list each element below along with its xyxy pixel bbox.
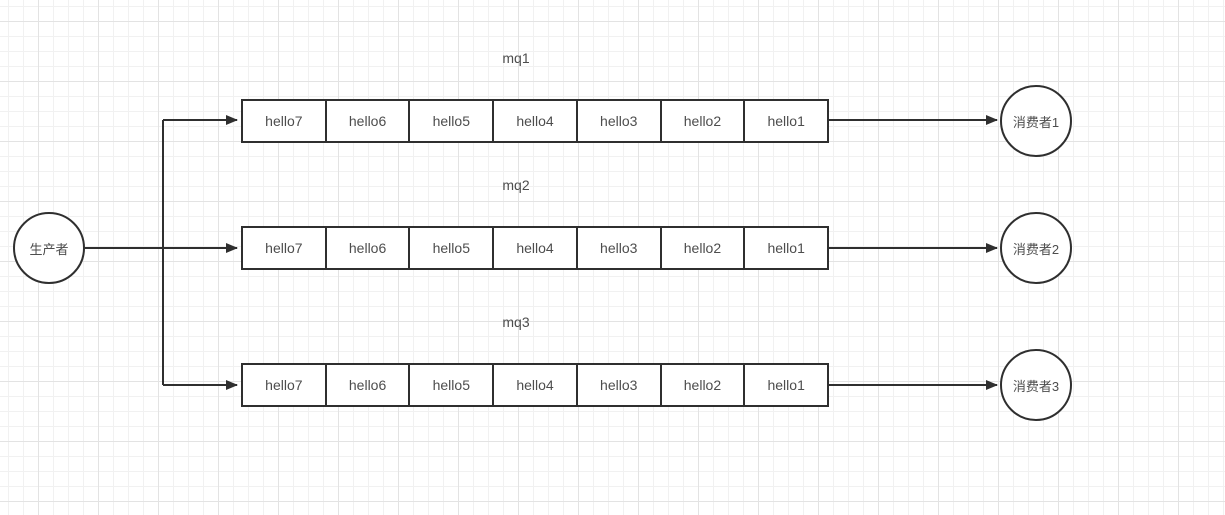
queue-cell[interactable]: hello3	[575, 365, 660, 405]
queue-cell[interactable]: hello7	[265, 113, 303, 129]
consumer2-node[interactable]: 消费者2	[1000, 212, 1072, 284]
queue-cell[interactable]: hello5	[408, 228, 492, 268]
mq1-label[interactable]: mq1	[502, 50, 530, 66]
queue-mq3[interactable]: hello7 hello6 hello5 hello4 hello3 hello…	[241, 363, 829, 407]
mq2-label[interactable]: mq2	[502, 177, 530, 193]
queue-cell[interactable]: hello4	[492, 228, 576, 268]
queue-cell[interactable]: hello6	[324, 365, 409, 405]
mq3-label[interactable]: mq3	[502, 314, 530, 330]
queue-cell[interactable]: hello6	[324, 228, 409, 268]
consumer1-node[interactable]: 消费者1	[1000, 85, 1072, 157]
queue-cell[interactable]: hello2	[659, 365, 744, 405]
queue-cell[interactable]: hello5	[408, 365, 492, 405]
consumer3-label: 消费者3	[1012, 378, 1060, 394]
consumer1-label: 消费者1	[1012, 114, 1060, 130]
queue-cell[interactable]: hello4	[492, 365, 576, 405]
queue-cell[interactable]: hello3	[575, 101, 660, 141]
consumer3-node[interactable]: 消费者3	[1000, 349, 1072, 421]
queue-mq2[interactable]: hello7 hello6 hello5 hello4 hello3 hello…	[241, 226, 829, 270]
queue-cell[interactable]: hello5	[408, 101, 492, 141]
queue-cell[interactable]: hello1	[743, 228, 827, 268]
queue-cell[interactable]: hello2	[659, 101, 744, 141]
queue-mq1[interactable]: hello7 hello6 hello5 hello4 hello3 hello…	[241, 99, 829, 143]
queue-cell[interactable]: hello2	[659, 228, 744, 268]
producer-node[interactable]: 生产者	[13, 212, 85, 284]
queue-cell[interactable]: hello3	[575, 228, 660, 268]
queue-cell[interactable]: hello7	[265, 377, 303, 393]
producer-label: 生产者	[29, 241, 69, 257]
queue-cell[interactable]: hello1	[743, 365, 827, 405]
consumer2-label: 消费者2	[1012, 241, 1060, 257]
queue-cell[interactable]: hello6	[324, 101, 409, 141]
queue-cell[interactable]: hello7	[265, 240, 303, 256]
queue-cell[interactable]: hello4	[492, 101, 576, 141]
queue-cell[interactable]: hello1	[743, 101, 827, 141]
